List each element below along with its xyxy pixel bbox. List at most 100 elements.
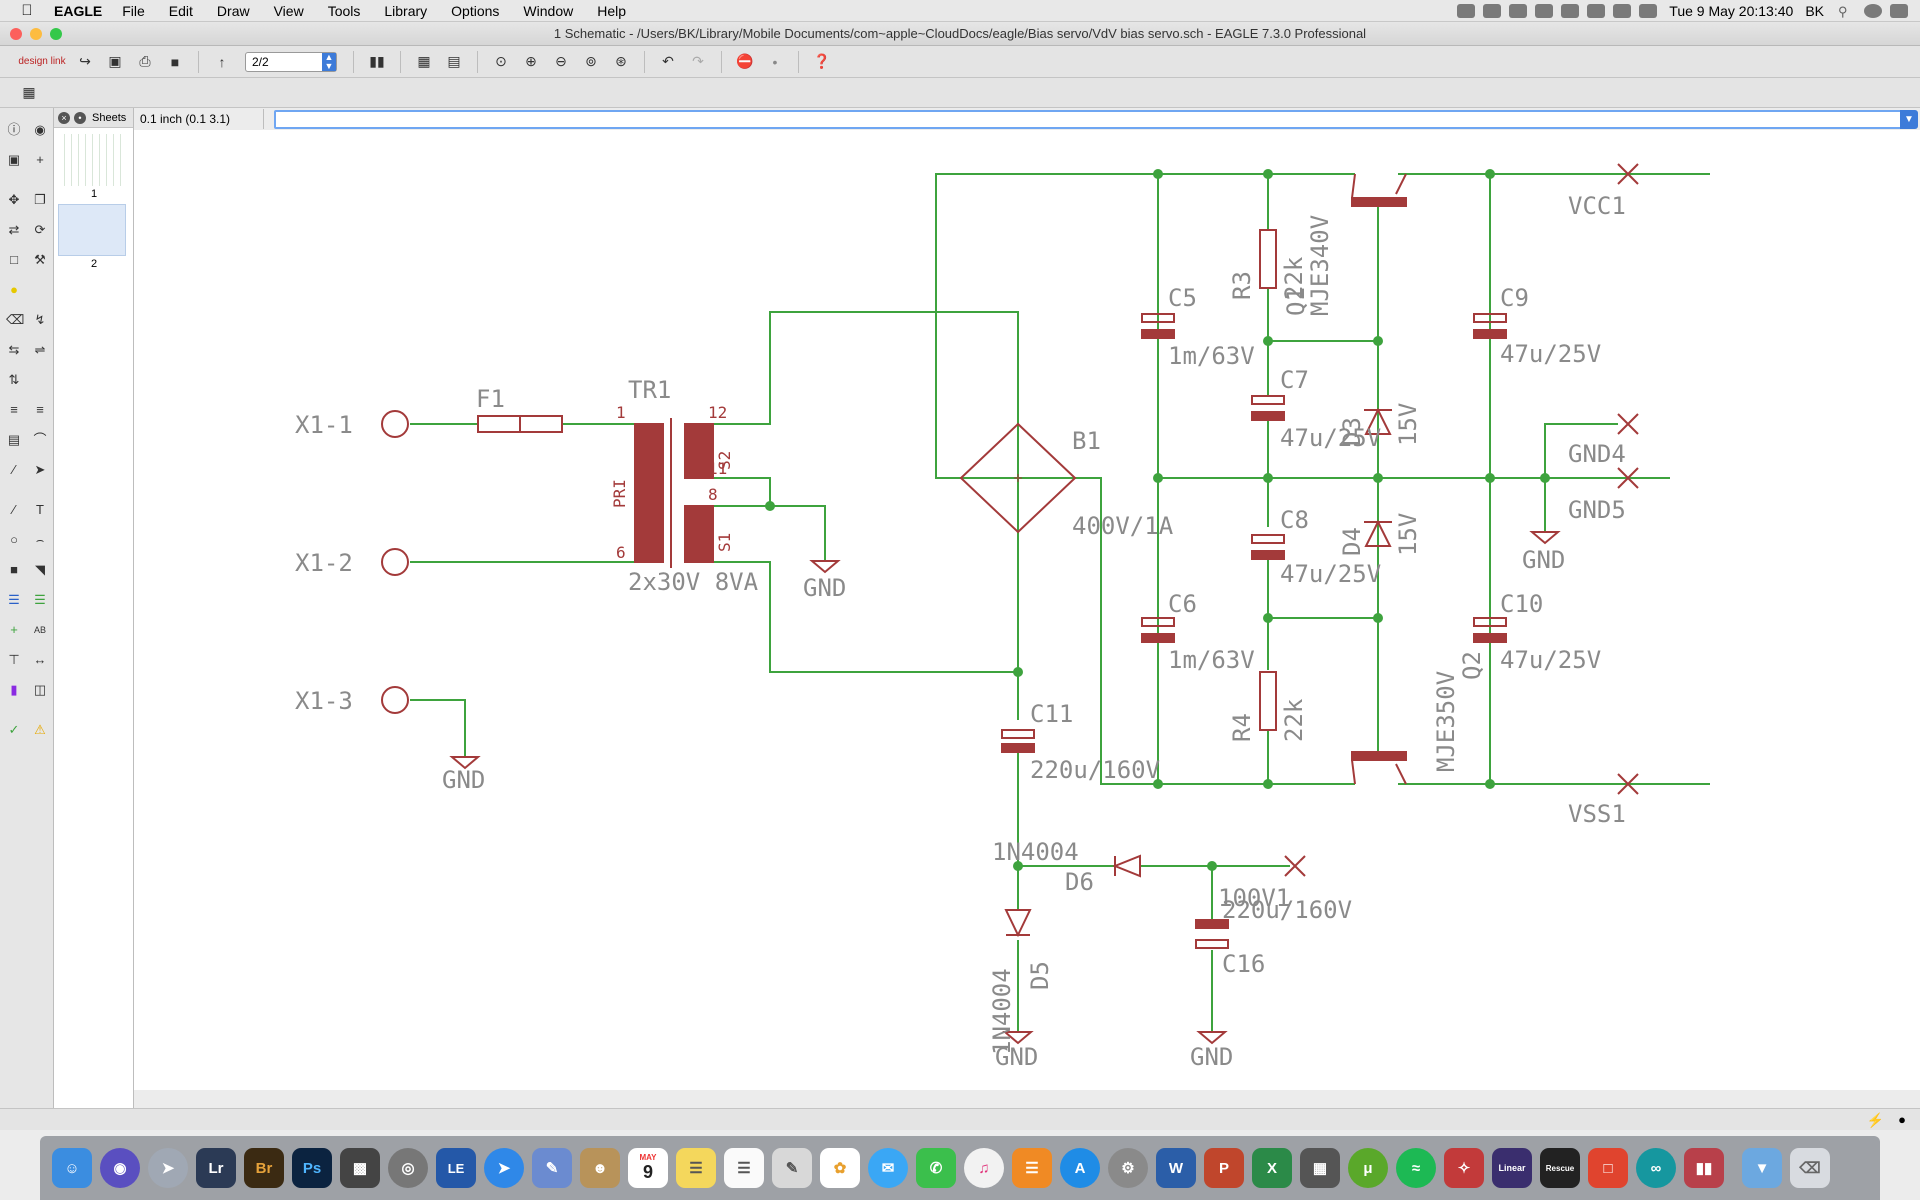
invoke-icon[interactable]: ➤ — [34, 462, 46, 477]
menu-window[interactable]: Window — [523, 2, 574, 19]
schematic-canvas[interactable]: X1-1 X1-2 X1-3 F1 TR1 2x30V 8VA B1 400V/… — [134, 130, 1920, 1090]
frame-icon[interactable]: ▮ — [10, 682, 18, 697]
dock-preview[interactable]: ✎ — [532, 1148, 572, 1188]
user-name[interactable]: BK — [1805, 3, 1824, 19]
mirror-icon[interactable]: ⇄ — [8, 222, 20, 237]
text-icon[interactable]: T — [36, 502, 44, 517]
menu-edit[interactable]: Edit — [168, 2, 193, 19]
save-icon[interactable]: ▣ — [108, 53, 122, 69]
dock-rescue[interactable]: Rescue — [1540, 1148, 1580, 1188]
dock-preferences[interactable]: ⚙ — [1108, 1148, 1148, 1188]
dock-ibooks[interactable]: ☰ — [1012, 1148, 1052, 1188]
library-icon[interactable]: ▤ — [447, 53, 461, 69]
dock-contacts[interactable]: ☻ — [580, 1148, 620, 1188]
dock-photos[interactable]: ✿ — [820, 1148, 860, 1188]
options-icon[interactable]: • — [74, 111, 86, 124]
dock-final-cut[interactable]: ▩ — [340, 1148, 380, 1188]
move-icon[interactable]: ✥ — [8, 192, 20, 207]
wire-icon[interactable]: ∕ — [12, 502, 16, 517]
grid-icon[interactable]: ▦ — [22, 84, 36, 100]
dock-siri[interactable]: ◉ — [100, 1148, 140, 1188]
zoom-fit-icon[interactable]: ⊙ — [495, 53, 507, 69]
app-menu[interactable]: EAGLE — [54, 2, 103, 19]
dimension-icon[interactable]: ↔ — [33, 652, 47, 667]
redraw-icon[interactable]: ⊚ — [585, 53, 597, 69]
schematic-drawing[interactable]: X1-1 X1-2 X1-3 F1 TR1 2x30V 8VA B1 400V/… — [134, 130, 1920, 1090]
dock-safari[interactable]: ➤ — [484, 1148, 524, 1188]
redo-icon[interactable]: ↷ — [692, 53, 704, 69]
rotate-icon[interactable]: ⟳ — [34, 222, 46, 237]
zoom-in-icon[interactable]: ⊕ — [525, 53, 537, 69]
cam-icon[interactable]: ■ — [170, 53, 180, 70]
dock-finder[interactable]: ☺ — [52, 1148, 92, 1188]
zoom-window-button[interactable] — [50, 28, 62, 40]
menu-draw[interactable]: Draw — [216, 2, 250, 19]
dock-notes[interactable]: ☰ — [676, 1148, 716, 1188]
creative-cloud-icon[interactable] — [1457, 4, 1476, 18]
minimize-window-button[interactable] — [30, 28, 42, 40]
dock-powerpoint[interactable]: P — [1204, 1148, 1244, 1188]
command-input[interactable] — [274, 110, 1904, 129]
close-window-button[interactable] — [10, 28, 22, 40]
dock-utility[interactable]: ▦ — [1300, 1148, 1340, 1188]
paste-icon[interactable]: ● — [10, 282, 18, 297]
dock-launchpad[interactable]: ➤ — [148, 1148, 188, 1188]
errors-icon[interactable]: ⚠ — [34, 722, 46, 737]
dock-lightroom[interactable]: Lr — [196, 1148, 236, 1188]
circle-icon[interactable]: ○ — [10, 532, 18, 547]
command-history-dropdown[interactable]: ▼ — [1900, 110, 1918, 129]
dock-messages[interactable]: ✉ — [868, 1148, 908, 1188]
go-icon[interactable]: • — [772, 53, 778, 70]
rect-icon[interactable]: ■ — [10, 562, 18, 577]
attribute-icon[interactable]: ⊤ — [8, 652, 20, 667]
erc-icon[interactable]: ✓ — [8, 722, 20, 737]
dock-spotify[interactable]: ≈ — [1396, 1148, 1436, 1188]
menu-library[interactable]: Library — [384, 2, 428, 19]
notification-center-icon[interactable] — [1890, 4, 1908, 18]
vpn-icon[interactable] — [1535, 4, 1554, 18]
zoom-area-icon[interactable]: ⊛ — [615, 53, 627, 69]
dock-arduino[interactable]: ∞ — [1636, 1148, 1676, 1188]
info-icon[interactable]: ⓘ — [7, 122, 21, 137]
window-icon[interactable] — [1509, 4, 1528, 18]
sheet-thumbnail-2[interactable] — [58, 204, 126, 256]
net-icon[interactable]: ☰ — [34, 592, 46, 607]
display-layers-icon[interactable]: ▣ — [7, 152, 21, 167]
dock-bridge[interactable]: Br — [244, 1148, 284, 1188]
junction-icon[interactable]: + — [10, 622, 18, 637]
add-icon[interactable]: ↯ — [34, 312, 46, 327]
smash-icon[interactable]: ▤ — [7, 432, 21, 447]
replace-icon[interactable]: ⇌ — [34, 342, 46, 357]
stop-command-icon[interactable]: ● — [1898, 1112, 1906, 1127]
menu-help[interactable]: Help — [597, 2, 627, 19]
arc-icon[interactable]: ⌢ — [35, 532, 45, 547]
dock-downloads[interactable]: ▼ — [1742, 1148, 1782, 1188]
bus-icon[interactable]: ☰ — [8, 592, 20, 607]
sheet-thumbnail-1[interactable] — [58, 134, 126, 186]
dock-brackets[interactable]: □ — [1588, 1148, 1628, 1188]
dock-falcon[interactable]: ✧ — [1444, 1148, 1484, 1188]
dock-linear[interactable]: Linear — [1492, 1148, 1532, 1188]
wifi-icon[interactable] — [1613, 4, 1632, 18]
zoom-out-icon[interactable]: ⊖ — [555, 53, 567, 69]
menu-options[interactable]: Options — [451, 2, 500, 19]
pinswap-icon[interactable]: ⇆ — [8, 342, 20, 357]
script-icon[interactable]: ↑ — [218, 53, 226, 70]
print-icon[interactable]: ⎙ — [139, 53, 151, 69]
apple-icon[interactable]:  — [14, 2, 40, 19]
delete-icon[interactable]: ⌫ — [6, 312, 25, 327]
sheet-stepper-icon[interactable]: ▲▼ — [322, 52, 336, 71]
menu-view[interactable]: View — [273, 2, 304, 19]
change-icon[interactable]: ⚒ — [34, 252, 46, 267]
dock-pages[interactable]: ✎ — [772, 1148, 812, 1188]
clock[interactable]: Tue 9 May 20:13:40 — [1669, 3, 1794, 19]
siri-icon[interactable] — [1864, 4, 1882, 18]
stop-icon[interactable]: ⛔ — [736, 53, 754, 69]
bluetooth-icon[interactable] — [1587, 4, 1606, 18]
undo-icon[interactable]: ↶ — [662, 53, 674, 69]
dock-word[interactable]: W — [1156, 1148, 1196, 1188]
split-icon[interactable]: ∕ — [12, 462, 16, 477]
dock-dvd[interactable]: ◎ — [388, 1148, 428, 1188]
dock-photoshop[interactable]: Ps — [292, 1148, 332, 1188]
